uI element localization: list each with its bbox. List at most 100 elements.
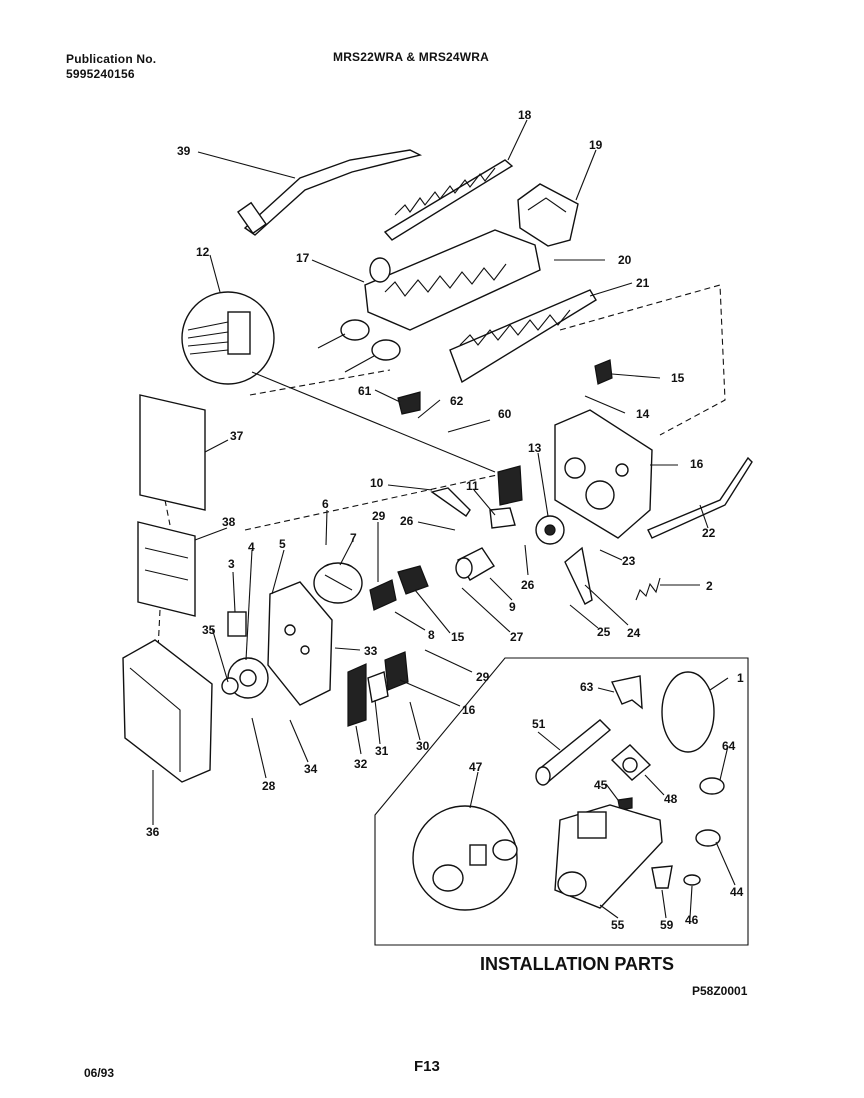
callout-17: 17: [296, 251, 310, 265]
callout-26b: 26: [521, 578, 535, 592]
callout-35: 35: [202, 623, 216, 637]
callout-2: 2: [706, 579, 713, 593]
callout-16b: 16: [462, 703, 476, 717]
harness-detail-12: [181, 291, 496, 473]
block-part-11: [497, 465, 523, 506]
callout-14: 14: [636, 407, 650, 421]
callout-34: 34: [304, 762, 318, 776]
arm-part-39: [237, 149, 423, 236]
callout-12: 12: [196, 245, 210, 259]
callout-60: 60: [498, 407, 512, 421]
diagram-code: P58Z0001: [692, 984, 748, 998]
footer-page: F13: [414, 1058, 440, 1075]
callout-21: 21: [636, 276, 650, 290]
label-part-3: [227, 611, 247, 637]
clip-part-15: [594, 359, 613, 385]
callout-9: 9: [509, 600, 516, 614]
callout-33: 33: [364, 644, 378, 658]
callout-46: 46: [685, 913, 699, 927]
callout-37: 37: [230, 429, 244, 443]
callout-5: 5: [279, 537, 286, 551]
callout-28: 28: [262, 779, 276, 793]
dashed-outline-mid: [244, 469, 521, 531]
callout-62: 62: [450, 394, 464, 408]
spring-part-11b: [489, 507, 516, 529]
callout-13: 13: [528, 441, 542, 455]
callout-23: 23: [622, 554, 636, 568]
cam-part-7: [313, 562, 363, 604]
footer-date: 06/93: [84, 1066, 115, 1080]
switch-part-16b: [384, 651, 409, 691]
mold-part-17: [317, 229, 541, 349]
callout-36: 36: [146, 825, 160, 839]
callout-48: 48: [664, 792, 678, 806]
callout-51: 51: [532, 717, 546, 731]
lever-part-10: [430, 487, 471, 517]
callout-61: 61: [358, 384, 372, 398]
callout-10: 10: [370, 476, 384, 490]
callout-30: 30: [416, 739, 430, 753]
callout-27: 27: [510, 630, 524, 644]
valve-part-55: [554, 804, 663, 909]
cover-part-19: [517, 183, 579, 247]
nut-part-48: [610, 744, 652, 781]
callout-16a: 16: [690, 457, 704, 471]
callout-32: 32: [354, 757, 368, 771]
callout-38: 38: [222, 515, 236, 529]
switch-part-8: [369, 579, 397, 611]
clip-part-46: [683, 874, 701, 886]
callout-29a: 29: [372, 509, 386, 523]
cam-part-31: [367, 671, 389, 703]
sheet-part-37: [139, 394, 206, 511]
callout-24: 24: [627, 626, 641, 640]
callout-6: 6: [322, 497, 329, 511]
callout-22: 22: [702, 526, 716, 540]
callout-31: 31: [375, 744, 389, 758]
spring-part-2: [635, 577, 661, 601]
callout-8: 8: [428, 628, 435, 642]
housing-part-16: [554, 409, 653, 539]
switch-part-15b: [397, 565, 429, 595]
callout-59: 59: [660, 918, 674, 932]
dashed-outline-top: [249, 284, 726, 436]
publication-label: Publication No.: [66, 52, 157, 66]
model-title: MRS22WRA & MRS24WRA: [333, 50, 490, 64]
plate-part-5: [267, 581, 333, 706]
callout-39: 39: [177, 144, 191, 158]
motor-part-13: [535, 515, 565, 545]
arm-part-24: [564, 546, 593, 605]
callout-7: 7: [350, 531, 357, 545]
callout-labels: 39 18 19 12 17 20 21 15 61 62 14 60 37 1…: [146, 108, 744, 932]
callout-20: 20: [618, 253, 632, 267]
ejector-part-18: [383, 159, 514, 241]
callout-29b: 29: [476, 670, 490, 684]
leader-lines: [152, 119, 736, 919]
callout-3: 3: [228, 557, 235, 571]
callout-64: 64: [722, 739, 736, 753]
bin-part-36: [122, 639, 213, 783]
callout-1: 1: [737, 671, 744, 685]
valve-detail-47: [412, 805, 518, 911]
callout-18: 18: [518, 108, 532, 122]
clip-part-63: [611, 675, 643, 710]
callout-55: 55: [611, 918, 625, 932]
publication-number: 5995240156: [66, 67, 135, 81]
section-title: INSTALLATION PARTS: [480, 954, 674, 974]
callout-11: 11: [466, 479, 479, 493]
callout-63: 63: [580, 680, 594, 694]
callout-47: 47: [469, 760, 483, 774]
callout-26a: 26: [400, 514, 414, 528]
washer-part-35: [221, 677, 239, 695]
tube-part-51: [535, 719, 612, 786]
callout-45: 45: [594, 778, 608, 792]
callout-4: 4: [248, 540, 255, 554]
sheet-part-38: [137, 521, 196, 617]
callout-25: 25: [597, 625, 611, 639]
heater-part-21: [344, 289, 597, 384]
clamp-part-44: [695, 829, 721, 847]
bracket-part-32: [347, 663, 367, 727]
screw-part-45: [617, 797, 633, 811]
callout-44: 44: [730, 885, 744, 899]
wire-part-22: [647, 456, 753, 539]
